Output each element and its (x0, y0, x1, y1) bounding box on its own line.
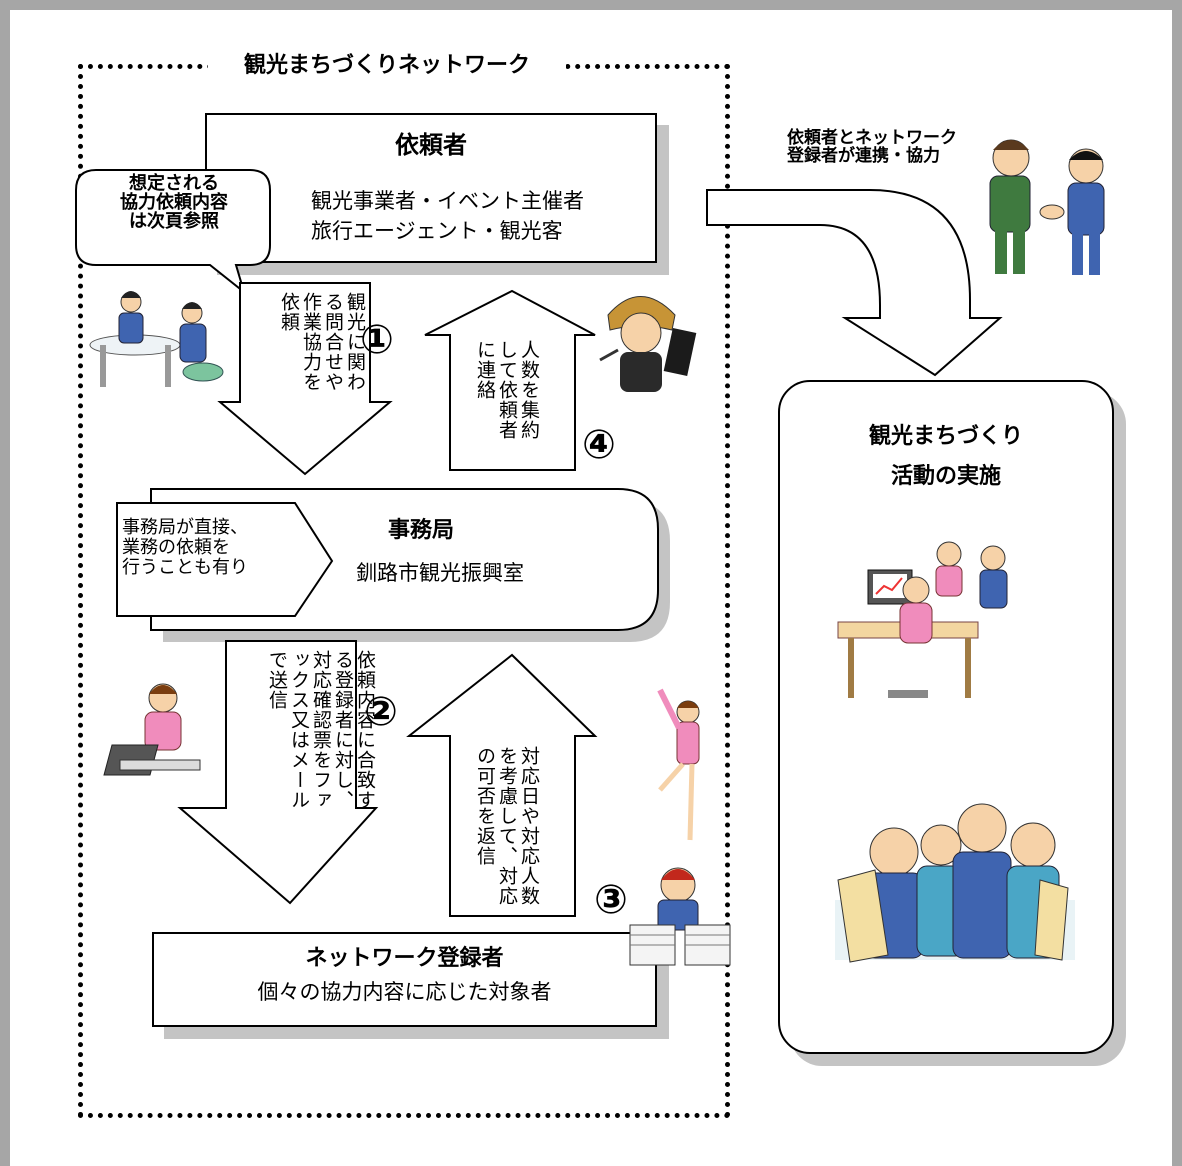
note-pentagon (116, 502, 334, 617)
step2-number: ② (364, 689, 398, 735)
arrow-step3 (406, 653, 598, 917)
handshake-illustration (989, 139, 1105, 275)
step1-text: 観光に関わる問合せや作業協力を依頼 (278, 292, 366, 392)
boy-with-phone-illustration (599, 296, 697, 392)
note-line2: 業務の依頼を (122, 537, 230, 558)
arrow-step4 (424, 289, 596, 471)
computer-meeting-illustration (837, 541, 1008, 698)
registrant-desc: 個々の協力内容に応じた対象者 (257, 980, 552, 1004)
requester-title: 依頼者 (395, 131, 467, 159)
requester-line2: 旅行エージェント・観光客 (311, 219, 563, 243)
arrow-step2 (177, 640, 379, 905)
arrow-step1 (217, 282, 393, 476)
step2-text: 依頼内容に合致する登録者に対し、対応確認票をファックス又はメールで送信 (266, 650, 376, 810)
group-reading-illustration (835, 803, 1075, 963)
bubble-line2: 協力依頼内容 (120, 192, 228, 213)
registrant-title: ネットワーク登録者 (305, 946, 504, 971)
jumping-woman-illustration (657, 688, 700, 841)
bubble-line3: は次頁参照 (129, 211, 219, 232)
woman-with-papers-illustration (629, 867, 731, 966)
network-title: 観光まちづくりネットワーク (208, 50, 566, 82)
bubble-line1: 想定される (129, 173, 219, 194)
secretariat-title: 事務局 (388, 518, 455, 543)
step3-text: 対応日や対応人数を考慮して、対応の可否を返信 (474, 746, 540, 906)
note-line3: 行うことも有り (122, 557, 248, 578)
partnership-line1: 依頼者とネットワーク (787, 128, 957, 148)
arrow-partnership (706, 189, 1003, 377)
woman-on-phone-illustration (103, 683, 201, 776)
step3-number: ③ (594, 877, 628, 923)
activity-line2: 活動の実施 (890, 464, 1001, 489)
step1-number: ① (360, 317, 394, 363)
partnership-line2: 登録者が連携・協力 (787, 146, 940, 166)
secretariat-name: 釧路市観光振興室 (356, 561, 524, 585)
registrant-box: ネットワーク登録者 個々の協力内容に応じた対象者 (152, 932, 657, 1027)
step4-text: 人数を集約して依頼者に連絡 (474, 340, 540, 440)
step4-number: ④ (582, 422, 616, 468)
note-line1: 事務局が直接、 (122, 517, 248, 538)
speech-bubble (75, 169, 271, 295)
requester-line1: 観光事業者・イベント主催者 (311, 189, 584, 213)
meeting-illustration (89, 291, 224, 387)
activity-line1: 観光まちづくり (868, 424, 1023, 449)
